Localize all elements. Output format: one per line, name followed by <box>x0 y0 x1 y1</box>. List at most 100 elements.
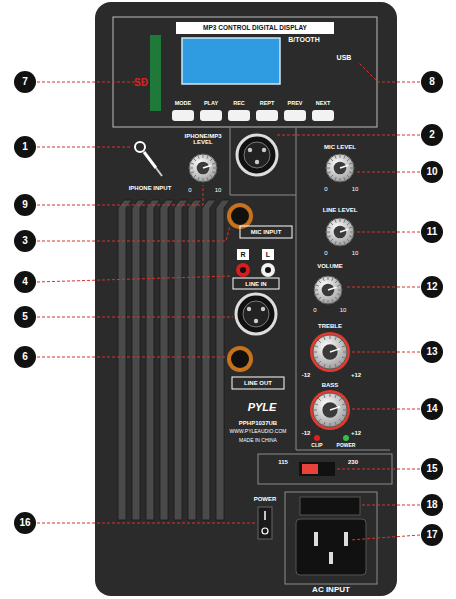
button-label: NEXT <box>316 101 331 107</box>
callout-circle <box>421 458 443 480</box>
fin <box>160 200 174 520</box>
callout-number: 11 <box>427 227 438 238</box>
scale-mark: 0 <box>324 250 327 256</box>
callout-number: 17 <box>426 530 437 541</box>
scale-mark: 0 <box>188 187 191 193</box>
control-label: MIC LEVEL <box>324 144 356 150</box>
slot-label: SD <box>134 78 148 89</box>
voltage-slot <box>299 462 335 476</box>
brand-logo: PYLE <box>248 402 277 414</box>
panel-body <box>95 2 397 596</box>
iec-socket <box>296 519 366 575</box>
leader-lines <box>37 62 420 540</box>
scale-mark: 0 <box>324 186 327 192</box>
callout-number: 9 <box>22 200 28 211</box>
rca-jacks <box>236 263 275 277</box>
callout-circle <box>421 124 443 146</box>
fin <box>202 200 216 520</box>
callout-circle <box>421 398 443 420</box>
mic-input-jack <box>227 203 253 229</box>
line-in-box <box>233 278 279 289</box>
knob <box>310 332 350 372</box>
model-number: PPHP1037UB <box>239 420 277 426</box>
control-button <box>312 110 334 121</box>
scale-mark: 10 <box>352 186 359 192</box>
control-label: BASS <box>322 382 339 388</box>
control-button <box>200 110 222 121</box>
leader-line <box>357 232 420 233</box>
knob <box>326 154 354 182</box>
port-label: B/TOOTH <box>288 36 319 43</box>
callout-circle <box>421 341 443 363</box>
voltage-switch <box>302 464 318 474</box>
scale-mark: 10 <box>352 250 359 256</box>
callout-circle <box>421 276 443 298</box>
leader-line <box>350 535 420 540</box>
jack-label: LINE IN <box>245 281 266 287</box>
leader-line <box>37 185 203 205</box>
callout-circle <box>14 271 36 293</box>
led-label: POWER <box>337 443 356 448</box>
callout-number: 3 <box>22 236 28 247</box>
callout-number: 7 <box>22 77 28 88</box>
leader-line <box>351 352 420 353</box>
l-tag <box>262 249 274 260</box>
callout-circle <box>14 306 36 328</box>
port-label: USB <box>337 54 352 61</box>
control-frame <box>296 195 390 450</box>
control-button <box>256 110 278 121</box>
leader-line <box>37 147 132 148</box>
socket-label: AC INPUT <box>312 586 350 594</box>
fin <box>174 200 188 520</box>
scale-mark: +12 <box>351 372 361 378</box>
scale-mark: 10 <box>340 307 347 313</box>
leader-line <box>337 469 420 470</box>
line-xlr-jack <box>236 294 276 334</box>
mic-frame <box>230 128 296 195</box>
control-label: VOLUME <box>317 263 343 269</box>
control-button <box>172 110 194 121</box>
r-tag <box>237 249 249 260</box>
leader-line <box>357 172 420 173</box>
sd-slot-led <box>150 35 161 111</box>
callout-number: 5 <box>22 312 28 323</box>
voltage-mark: 230 <box>348 459 358 465</box>
scale-mark: 10 <box>215 187 222 193</box>
display-frame <box>113 17 377 127</box>
callout-circle <box>14 512 36 534</box>
callout-circle <box>421 161 443 183</box>
fin <box>118 200 132 520</box>
line-out-jack <box>227 346 253 372</box>
callout-circle <box>14 230 36 252</box>
scale-mark: 0 <box>313 307 316 313</box>
heat-sink-fins <box>118 200 230 520</box>
leader-line <box>37 276 232 282</box>
button-label: PREV <box>288 101 303 107</box>
control-label: IPHONE/MP3 LEVEL <box>180 133 226 146</box>
knob <box>310 390 350 430</box>
scale-mark: +12 <box>351 430 361 436</box>
leader-line <box>37 523 255 524</box>
callout-circle <box>14 71 36 93</box>
line-out-box <box>232 377 284 389</box>
ac-frame <box>285 492 377 584</box>
iec-pins <box>314 532 348 564</box>
callout-circle <box>421 524 443 546</box>
leader-line <box>362 505 420 506</box>
fin <box>146 200 160 520</box>
leader-line <box>345 287 420 288</box>
origin-note: MADE IN CHINA <box>239 438 277 443</box>
mic-input-box <box>240 226 292 238</box>
power-led <box>343 435 349 441</box>
knobs <box>189 154 354 430</box>
display-title: MP3 CONTROL DIGITAL DISPLAY <box>203 25 307 32</box>
jack-label: LINE OUT <box>244 380 272 386</box>
button-label: MODE <box>175 101 192 107</box>
button-label: PLAY <box>204 101 218 107</box>
voltage-mark: 115 <box>278 459 288 465</box>
lcd-screen <box>182 38 280 84</box>
power-rocker <box>258 507 272 539</box>
iphone-input-jack <box>135 142 162 176</box>
